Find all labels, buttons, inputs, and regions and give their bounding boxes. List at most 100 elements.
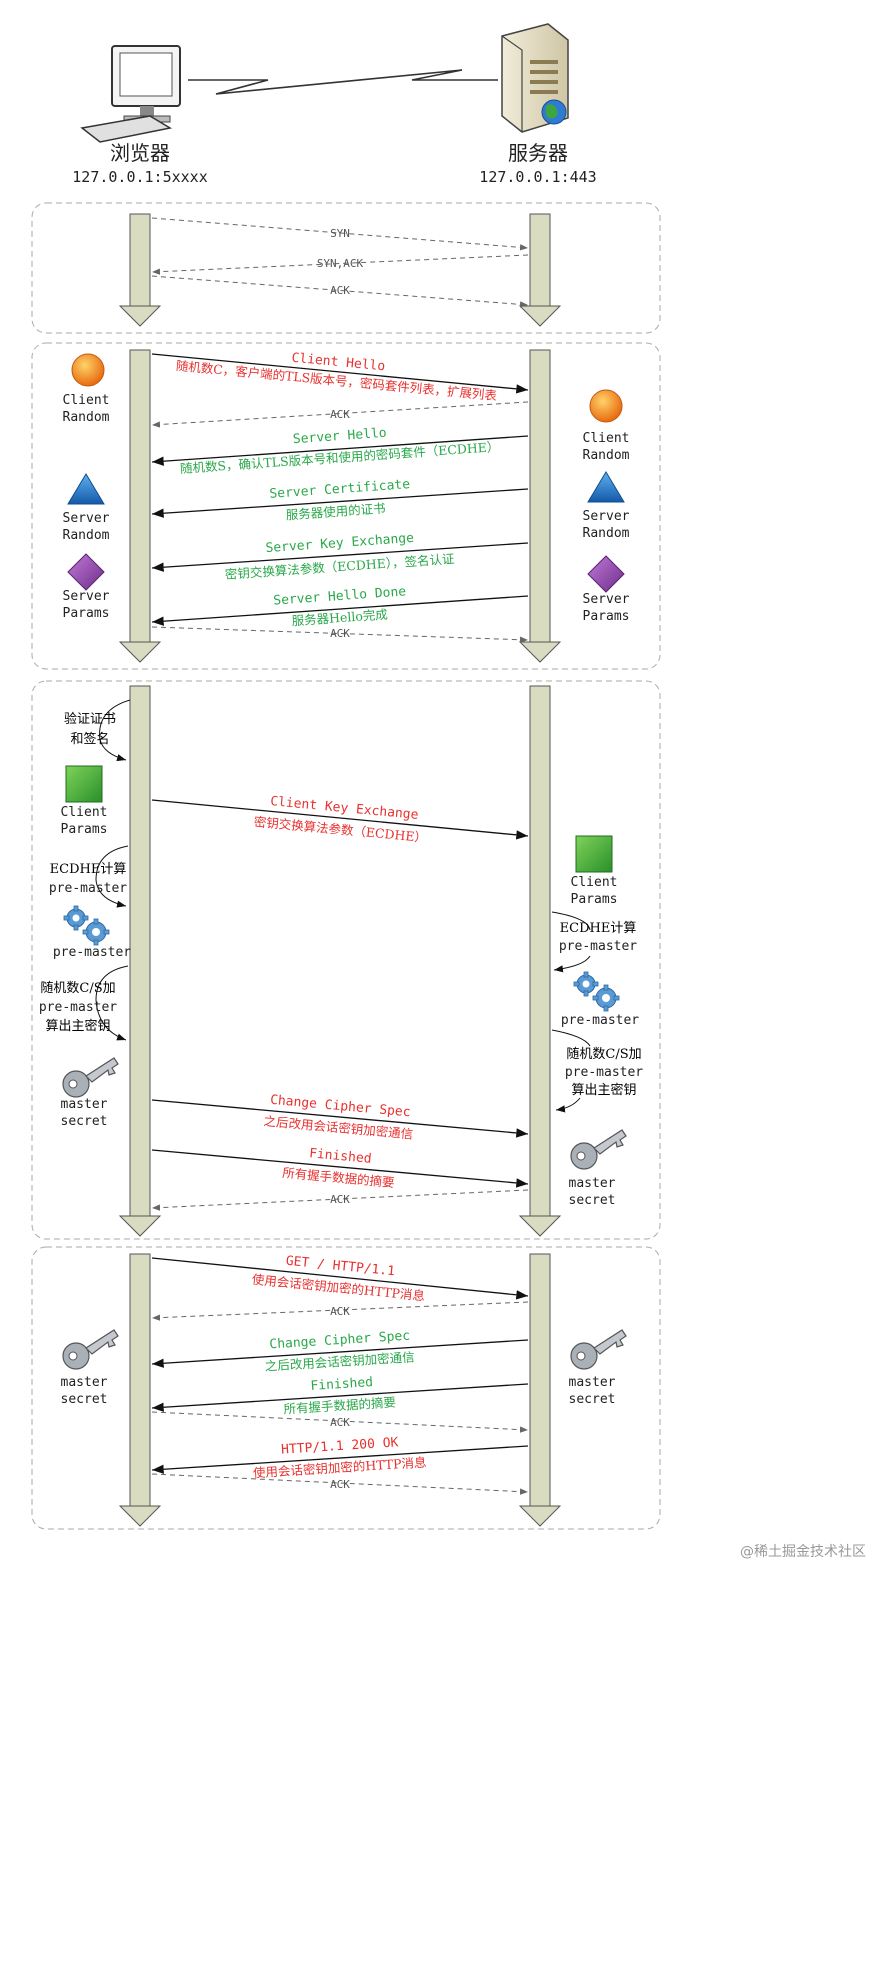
client-params-right-l1: Client — [571, 875, 618, 890]
server-lifeline-2 — [518, 349, 562, 663]
rand-right-l3: 算出主密钥 — [571, 1082, 636, 1098]
right-server-params-l1: Server — [583, 592, 630, 607]
finished-label: Finished — [308, 1146, 372, 1167]
network-lightning-link — [188, 69, 498, 95]
server-title: 服务器 — [508, 141, 568, 165]
master-key-icon-left-4 — [62, 1329, 119, 1370]
server-hello-arrow — [151, 435, 529, 466]
left-server-params-l1: Server — [63, 589, 110, 604]
master-left-l1: master — [61, 1097, 108, 1112]
rand-left-l2: pre-master — [39, 1000, 117, 1015]
client-params-icon-left — [65, 765, 103, 803]
rand-left-l3: 算出主密钥 — [45, 1018, 110, 1034]
browser-lifeline-2 — [118, 349, 162, 663]
master-left-l2: secret — [61, 1114, 108, 1129]
ack-label-4c: ACK — [330, 1478, 350, 1491]
syn-label: SYN — [330, 227, 350, 240]
master-key-icon-right-4 — [570, 1329, 627, 1370]
master-right-4-l1: master — [569, 1375, 616, 1390]
ack-label-2a: ACK — [330, 408, 350, 421]
ack-label-3: ACK — [330, 1193, 350, 1206]
verify-l2: 和签名 — [70, 731, 109, 747]
ecdhe-left-l1: ECDHE计算 — [50, 862, 127, 877]
right-server-random-l1: Server — [583, 509, 630, 524]
ack-label: ACK — [330, 284, 350, 297]
master-key-icon-left — [62, 1057, 119, 1098]
browser-address: 127.0.0.1:5xxxx — [72, 168, 207, 186]
master-left-4-l2: secret — [61, 1392, 108, 1407]
browser-title: 浏览器 — [110, 141, 170, 165]
server-lifeline-1 — [518, 213, 562, 327]
app-data-panel — [31, 1246, 661, 1530]
premaster-right-label: pre-master — [561, 1013, 639, 1028]
browser-lifeline-3 — [118, 685, 162, 1237]
rand-right-l1: 随机数C/S加 — [566, 1047, 641, 1062]
ack-label-4b: ACK — [330, 1416, 350, 1429]
rand-left-l1: 随机数C/S加 — [40, 981, 115, 996]
browser-lifeline-1 — [118, 213, 162, 327]
master-right-l2: secret — [569, 1193, 616, 1208]
client-hello-arrow — [151, 353, 529, 394]
left-server-random-l1: Server — [63, 511, 110, 526]
verify-pointer — [99, 699, 131, 762]
browser-lifeline-4 — [118, 1253, 162, 1527]
left-client-random-l2: Random — [63, 410, 110, 425]
server-random-icon — [67, 473, 105, 505]
server-cert-desc: 服务器使用的证书 — [285, 501, 386, 523]
server-lifeline-3 — [518, 685, 562, 1237]
key-exchange-panel — [31, 680, 661, 1240]
right-server-params-l2: Params — [583, 609, 630, 624]
client-random-icon-right — [589, 389, 623, 423]
server-random-icon-right — [587, 471, 625, 503]
client-params-left-l2: Params — [61, 822, 108, 837]
http-get-arrow — [151, 1257, 529, 1300]
server-kex-arrow — [151, 542, 529, 572]
left-client-random-l1: Client — [63, 393, 110, 408]
server-params-icon — [67, 553, 105, 591]
server-cert-arrow — [151, 488, 529, 518]
master-left-4-l1: master — [61, 1375, 108, 1390]
ccs-desc-4: 之后改用会话密钥加密通信 — [264, 1349, 415, 1373]
finished-desc: 所有握手数据的摘要 — [282, 1165, 395, 1190]
rand-right-pointer — [551, 1029, 591, 1047]
ecdhe-left-pointer — [95, 845, 129, 908]
ecdhe-right-l1: ECDHE计算 — [560, 921, 637, 936]
server-hello-done-label: Server Hello Done — [273, 584, 407, 608]
server-hello-desc: 随机数S，确认TLS版本号和使用的密码套件（ECDHE） — [180, 439, 500, 476]
right-client-random-l1: Client — [583, 431, 630, 446]
server-hello-label: Server Hello — [292, 426, 387, 448]
left-server-random-l2: Random — [63, 528, 110, 543]
master-key-icon-right — [570, 1129, 627, 1170]
finished-arrow — [151, 1149, 529, 1188]
right-client-random-l2: Random — [583, 448, 630, 463]
ecdhe-left-l2: pre-master — [49, 881, 127, 896]
gears-icon-left — [63, 905, 110, 946]
server-tower-icon — [501, 23, 569, 133]
rand-right-l2: pre-master — [565, 1065, 643, 1080]
gears-icon-right — [573, 971, 620, 1012]
ack-label-2b: ACK — [330, 627, 350, 640]
ecdhe-right-l2: pre-master — [559, 939, 637, 954]
server-address: 127.0.0.1:443 — [479, 168, 596, 186]
client-params-right-l2: Params — [571, 892, 618, 907]
finished-arrow-4 — [151, 1383, 529, 1412]
master-right-l1: master — [569, 1176, 616, 1191]
client-random-icon — [71, 353, 105, 387]
left-server-params-l2: Params — [63, 606, 110, 621]
ack-label-4a: ACK — [330, 1305, 350, 1318]
ecdhe-right-down-pointer — [553, 955, 591, 973]
finished-desc-4: 所有握手数据的摘要 — [283, 1394, 396, 1416]
server-hello-done-desc: 服务器Hello完成 — [291, 607, 388, 629]
verify-l1: 验证证书 — [64, 711, 116, 727]
http-response-arrow — [151, 1445, 529, 1474]
finished-label-4: Finished — [310, 1375, 373, 1394]
browser-computer-icon — [80, 45, 181, 143]
premaster-left-label: pre-master — [53, 945, 131, 960]
ecdhe-right-pointer — [551, 911, 591, 931]
server-hello-done-arrow — [151, 595, 529, 626]
client-params-icon-right — [575, 835, 613, 873]
rand-left-pointer — [95, 965, 129, 1041]
right-server-random-l2: Random — [583, 526, 630, 541]
rand-right-down-pointer — [555, 1097, 581, 1113]
